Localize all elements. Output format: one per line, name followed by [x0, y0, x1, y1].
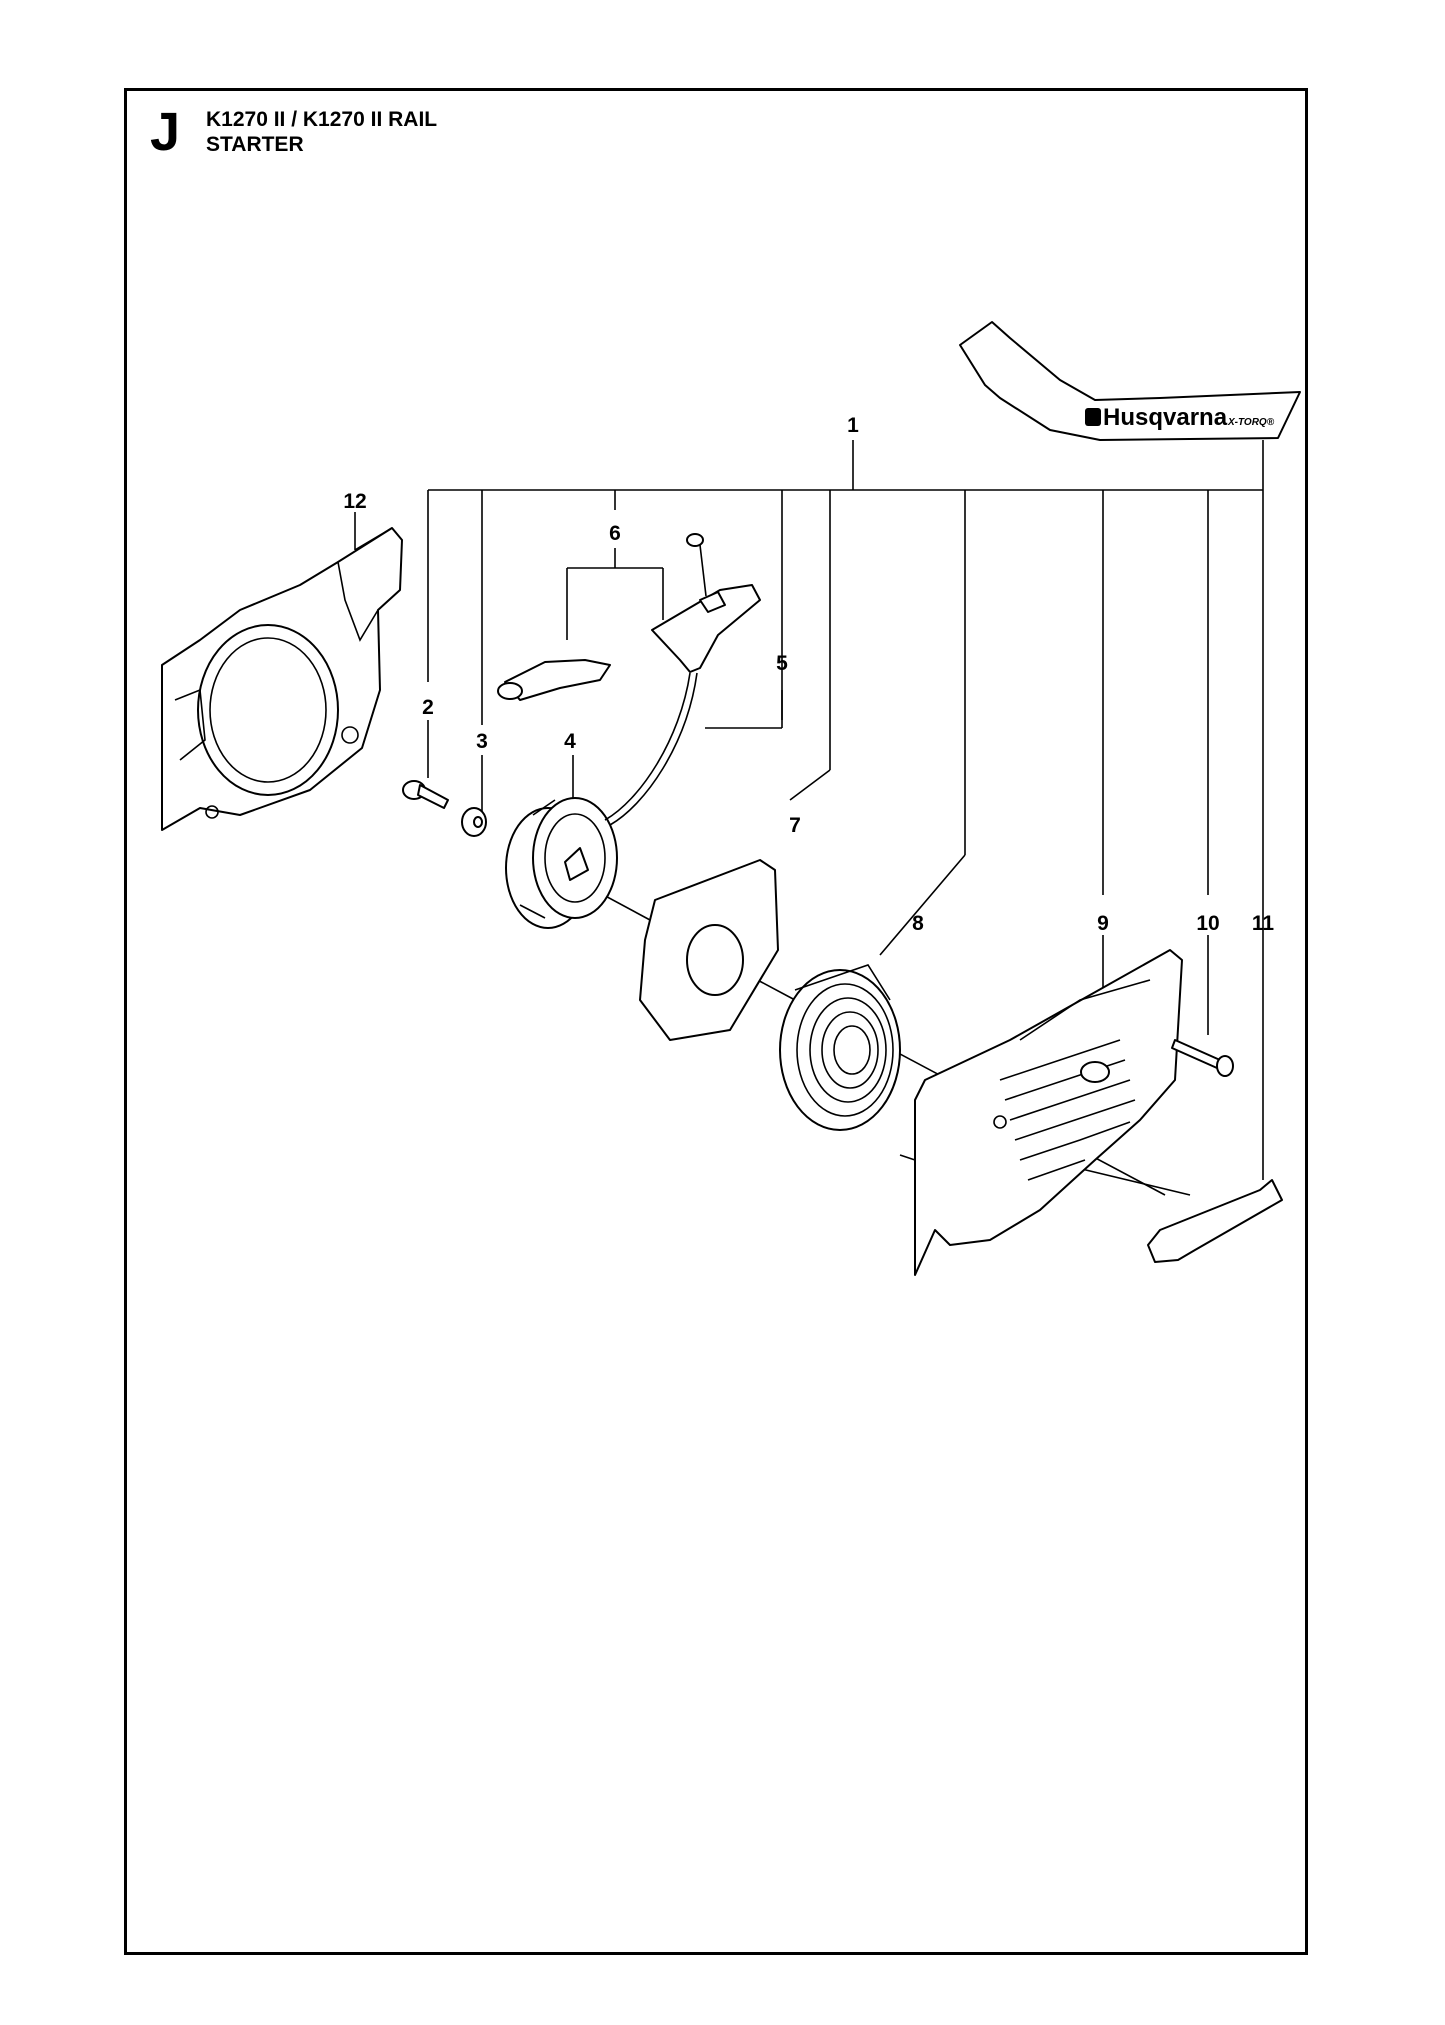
section-letter: J — [150, 102, 181, 162]
callout-6: 6 — [609, 522, 621, 545]
part-11-decal-top: Husqvarna X-TORQ® — [959, 321, 1301, 441]
callout-8: 8 — [912, 912, 924, 935]
decal-subbrand-text: X-TORQ® — [1227, 417, 1275, 428]
callout-4: 4 — [564, 730, 576, 753]
leader-lines — [354, 440, 1264, 1196]
part-10-screw — [1171, 1039, 1234, 1077]
husqvarna-crown-logo-icon — [1085, 408, 1101, 426]
part-7-spring-cup — [639, 859, 779, 1041]
part-6-handle-insert — [497, 659, 611, 701]
part-9-starter-cover — [899, 949, 1183, 1276]
callout-10: 10 — [1196, 912, 1219, 935]
part-4-pulley — [505, 797, 618, 929]
callout-11: 11 — [1252, 912, 1275, 935]
part-3-washer — [461, 807, 487, 837]
callout-2: 2 — [422, 696, 434, 719]
part-5-starter-rope-handle — [604, 533, 761, 826]
callout-9: 9 — [1097, 912, 1109, 935]
model-title: K1270 II / K1270 II RAIL — [206, 108, 438, 131]
callout-3: 3 — [476, 730, 488, 753]
part-12-bracket — [161, 527, 403, 831]
decal-brand-text: Husqvarna — [1103, 404, 1228, 431]
assembly-title: STARTER — [206, 133, 304, 156]
part-11-decal-bottom — [1147, 1179, 1283, 1263]
callout-7: 7 — [789, 814, 801, 837]
callout-5: 5 — [776, 652, 788, 675]
callout-1: 1 — [847, 414, 859, 437]
callout-12: 12 — [343, 490, 366, 513]
page-frame — [124, 88, 1308, 1955]
part-8-recoil-spring — [779, 964, 901, 1131]
callout-labels: 1 2 3 4 5 6 7 8 9 10 11 12 — [343, 414, 1274, 935]
part-2-screw — [402, 780, 449, 809]
